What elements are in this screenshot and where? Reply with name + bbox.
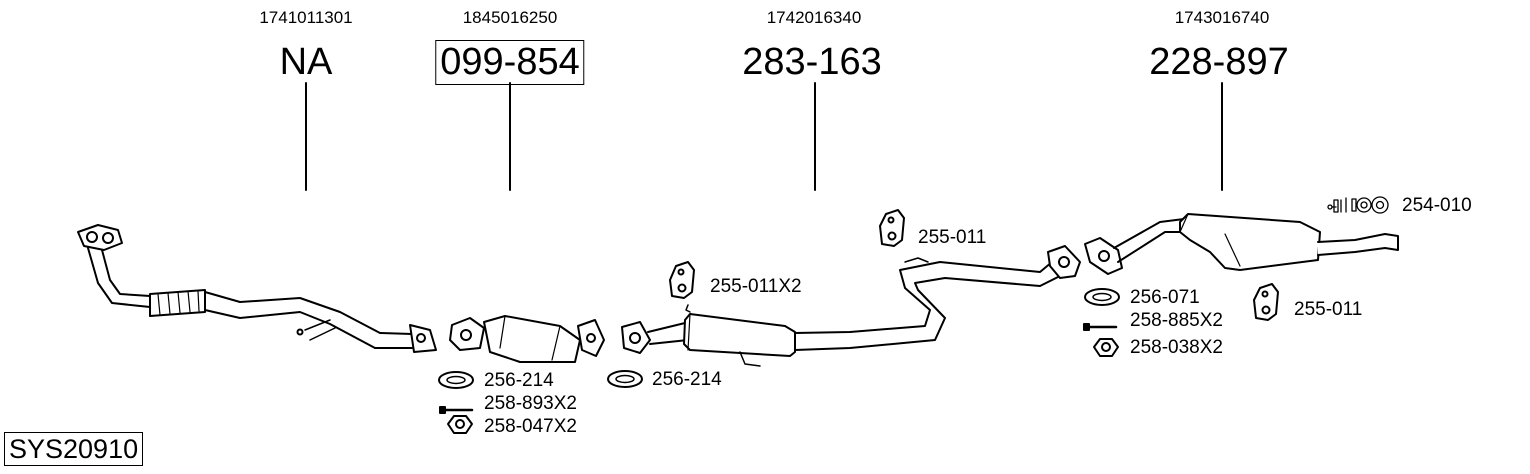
rear-hanger-label: 255-011	[1294, 299, 1363, 320]
bolt-icon	[1083, 323, 1118, 331]
mid-gasket-label: 256-214	[652, 369, 722, 390]
rear-silencer	[1084, 213, 1399, 275]
hanger-icon	[1253, 283, 1279, 321]
part-number: NA	[279, 41, 333, 83]
nut-icon	[447, 415, 473, 434]
oe-number: 1743016740	[1174, 8, 1270, 27]
mid-hanger2-label: 255-011	[918, 227, 987, 248]
middle-pipe-muffler	[621, 245, 1081, 367]
mid-hanger-label: 255-011X2	[710, 276, 802, 297]
mounting-kit-icon	[1327, 196, 1389, 214]
nut-icon	[1093, 338, 1119, 357]
front-pipe	[77, 224, 437, 353]
hanger-icon	[669, 261, 695, 299]
part-number: 283-163	[742, 41, 882, 83]
rear-nut-label: 258-038X2	[1130, 337, 1223, 358]
system-id: SYS20910	[4, 432, 144, 466]
gasket-icon	[1084, 288, 1120, 306]
mount-kit-label: 254-010	[1402, 195, 1472, 216]
hanger-icon	[879, 209, 905, 247]
oe-number: 1845016250	[462, 8, 558, 27]
gasket-icon	[607, 370, 643, 388]
bolt-icon	[439, 406, 474, 414]
gasket-icon	[438, 371, 474, 389]
cat-gasket-label: 256-214	[484, 370, 554, 391]
oe-number: 1741011301	[259, 8, 353, 27]
catalytic-converter	[449, 315, 605, 363]
part-number-boxed: 099-854	[435, 40, 585, 85]
part-number: 228-897	[1149, 41, 1289, 83]
cat-nut-label: 258-047X2	[484, 416, 577, 437]
cat-bolt-label: 258-893X2	[484, 393, 577, 414]
oe-number: 1742016340	[766, 8, 862, 27]
rear-bolt-label: 258-885X2	[1130, 310, 1223, 331]
rear-gasket-label: 256-071	[1130, 287, 1200, 308]
